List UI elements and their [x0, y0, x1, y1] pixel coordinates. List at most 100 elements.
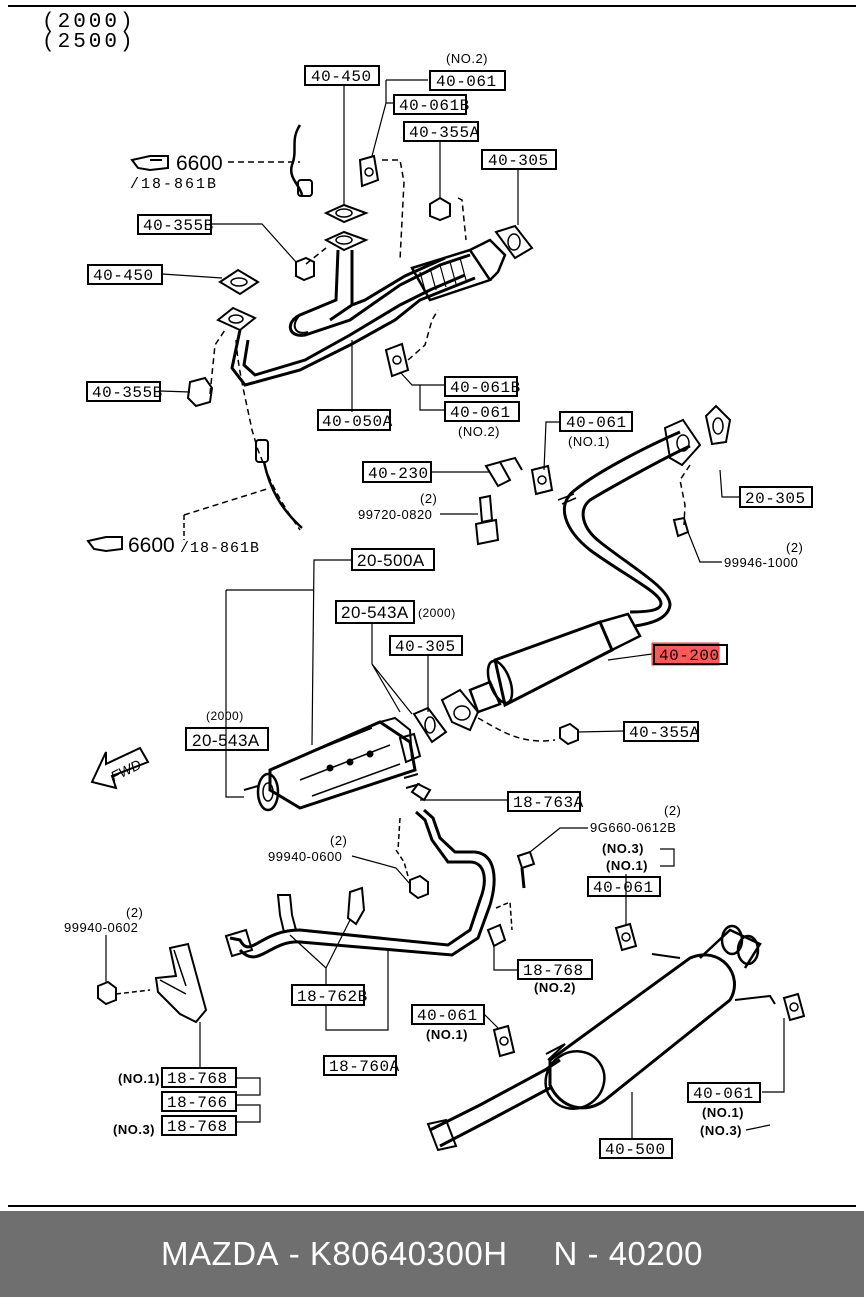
nut-99940-0602 [97, 980, 117, 1006]
nut-40-355a-top [429, 196, 451, 222]
callout-box-40-450-top [304, 65, 380, 86]
callout-40-061-lower: 40-061 [417, 1007, 478, 1025]
qty-99940-0600: (2) [330, 833, 347, 848]
callout-40-050a: 40-050A [322, 413, 393, 431]
qty-9g660: (2) [664, 803, 681, 818]
ref-6600-mid: 6600 [128, 534, 175, 557]
part-9g660-0612b: 9G660-0612B [590, 820, 676, 835]
bolt-9g660 [516, 850, 536, 870]
rubber-hanger-40-061b-mid [384, 342, 410, 378]
callout-40-305-top: 40-305 [488, 152, 549, 170]
callout-20-305: 20-305 [745, 490, 806, 508]
catalytic-converter [268, 720, 417, 810]
ref-18-861b-mid: /18-861B [180, 540, 260, 557]
exhaust-system-diagram: (2000) (2500) 6600 /18-861B 66 [8, 5, 856, 1207]
callout-18-766: 18-766 [167, 1094, 228, 1112]
bolt-99946 [672, 516, 690, 538]
callout-40-061-br: 40-061 [693, 1085, 754, 1103]
part-99946-1000: 99946-1000 [724, 555, 798, 570]
pointing-hand-icon [130, 155, 169, 172]
pipe-flange-top [663, 418, 702, 467]
callout-40-061b-mid: 40-061B [450, 379, 521, 397]
note-no2-lower: (NO.2) [534, 980, 576, 995]
model-line-2000: (2000) [42, 11, 136, 34]
note-no3-b3: (NO.3) [113, 1122, 155, 1137]
qty-99946: (2) [786, 540, 803, 555]
rubber-hanger-40-061-r [614, 922, 638, 952]
bolt-99720 [478, 494, 494, 524]
oxygen-sensor-lower [255, 439, 269, 463]
gasket-40-450-left [218, 268, 260, 296]
rubber-hanger-40-061-no1-mid [530, 464, 554, 496]
callout-18-768-b1: 18-768 [167, 1070, 228, 1088]
flange-top [323, 230, 369, 252]
forward-arrow-icon [90, 746, 150, 790]
callout-40-200[interactable]: 40-200 [659, 647, 720, 665]
leader-lines [105, 79, 785, 1140]
note-no3-r: (NO.3) [602, 841, 644, 856]
rubber-hanger-40-061b-top [358, 154, 380, 188]
part-99940-0602: 99940-0602 [64, 920, 138, 935]
footer-separator: - [279, 1235, 310, 1272]
intermediate-pipe-upper [562, 430, 681, 614]
pointing-hand-icon-mid [86, 536, 123, 553]
bracket-18-762b-b [346, 886, 366, 926]
callout-20-543a-left: 20-543A [192, 731, 260, 750]
qty-99940-0602: (2) [126, 905, 143, 920]
bracket-18-768-no2 [486, 923, 507, 948]
main-muffler [548, 953, 736, 1110]
muffler-inlet-pipe-b [439, 1086, 551, 1148]
callout-18-760a: 18-760A [329, 1058, 400, 1076]
part-number: K80640300H [309, 1235, 508, 1272]
callout-20-543a-top: 20-543A [341, 603, 409, 622]
callout-40-355a-top: 40-355A [409, 124, 480, 142]
clamp-18-763a [410, 782, 432, 802]
note-no1-br: (NO.1) [702, 1105, 744, 1120]
nut-99940-0600 [409, 874, 429, 900]
position-code: N - 40200 [553, 1235, 703, 1272]
tail-pipe-upper [229, 810, 486, 949]
gasket-40-305-mid [412, 706, 448, 744]
note-no1-lower: (NO.1) [426, 1027, 468, 1042]
gasket-40-305-top [494, 224, 534, 260]
nut-40-355b-top [295, 256, 315, 282]
note-no2-top: (NO.2) [446, 51, 488, 66]
callout-40-305-mid: 40-305 [395, 638, 456, 656]
part-99720-0820: 99720-0820 [358, 507, 432, 522]
sensor-dashed-line [235, 339, 301, 531]
bracket-assembly-left [154, 942, 208, 1024]
callout-40-450-left: 40-450 [93, 267, 154, 285]
callout-18-763a: 18-763A [513, 794, 584, 812]
note-no2-mid: (NO.2) [458, 424, 500, 439]
callout-18-768-b3: 18-768 [167, 1118, 228, 1136]
callout-40-500: 40-500 [605, 1141, 666, 1159]
callout-20-500a: 20-500A [357, 551, 425, 570]
part-info-footer: MAZDA - K80640300H N - 40200 [0, 1211, 864, 1297]
rubber-hanger-40-061-lower [492, 1024, 516, 1058]
rubber-hanger-40-061-br [782, 992, 806, 1022]
callout-40-061b-top: 40-061B [399, 97, 470, 115]
muffler-inlet-pipe-a [429, 1058, 561, 1132]
hanger-bracket-40-230 [484, 456, 523, 488]
callout-40-355b-top: 40-355B [143, 217, 214, 235]
intermediate-pipe-lower [581, 444, 691, 628]
note-2000-top: (2000) [418, 606, 456, 620]
front-pipe-lower-b [242, 273, 466, 377]
ref-18-861b-top: /18-861B [130, 176, 218, 193]
note-no1-b1: (NO.1) [118, 1071, 160, 1086]
callout-boxes: 40-450 (NO.2) 40-061 40-061B 40-355A 40-… [64, 51, 813, 1159]
gasket-40-450-top [323, 203, 369, 224]
callout-18-768-mid: 18-768 [523, 962, 584, 980]
nut-40-355b-left [186, 376, 214, 408]
gasket-20-305 [704, 404, 732, 446]
callout-40-450-top: 40-450 [311, 68, 372, 86]
brand-name: MAZDA [161, 1235, 280, 1272]
front-pipe-lower-a [230, 276, 476, 387]
callout-40-230: 40-230 [368, 465, 429, 483]
bracket-18-762b-a [276, 894, 298, 934]
callout-40-061-no1-mid: 40-061 [566, 414, 627, 432]
qty-99720: (2) [420, 491, 437, 506]
flange-left [216, 306, 257, 332]
callout-40-355a-mid: 40-355A [629, 724, 700, 742]
